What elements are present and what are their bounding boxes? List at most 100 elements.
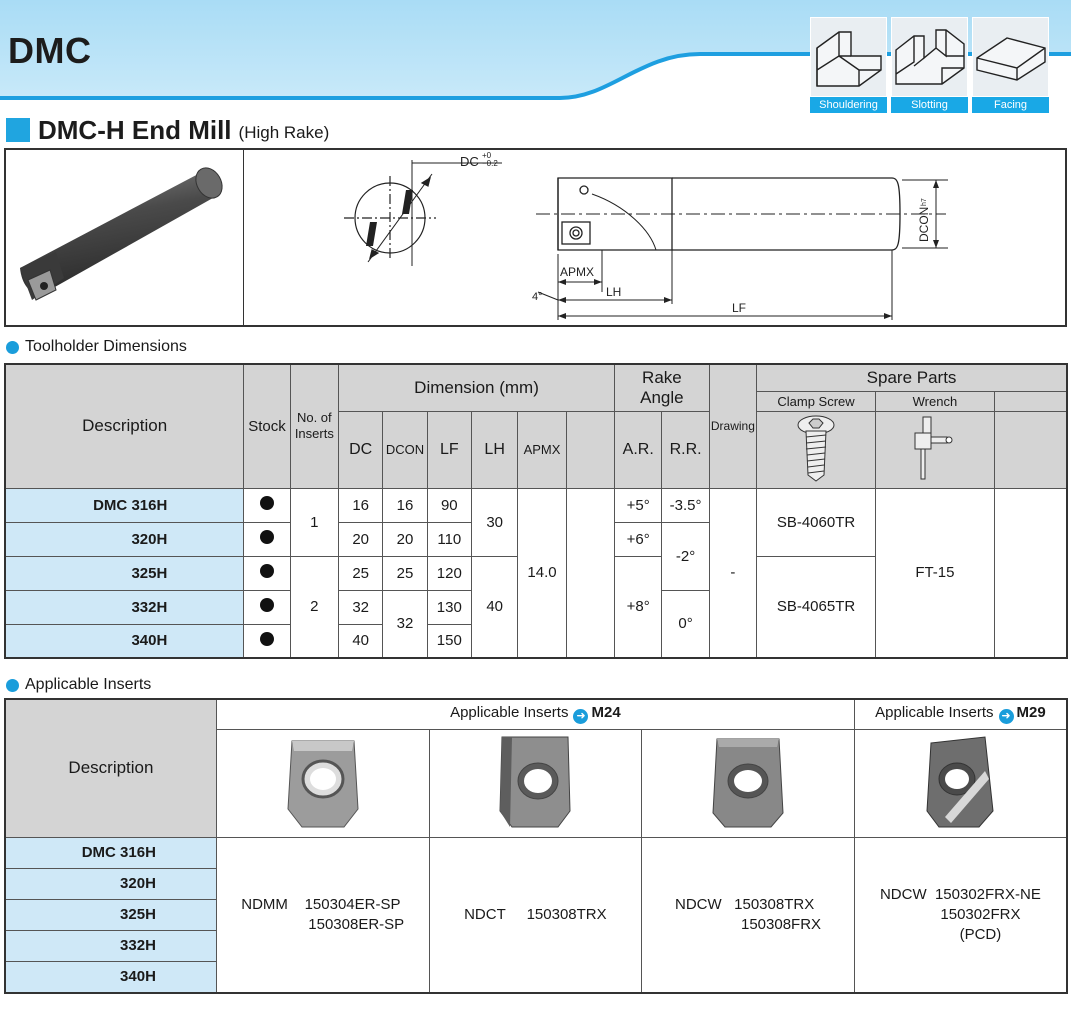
header-background <box>0 0 1071 100</box>
dc-label: DC <box>460 154 479 169</box>
insert-ndcw-line2: 150308FRX <box>740 915 822 933</box>
insert-ndct-line1: 150308TRX <box>526 906 607 924</box>
rr-cell: -3.5° <box>661 487 710 523</box>
wrench-cell: FT-15 <box>874 487 995 659</box>
insert-ndct-cell: NDCT 150308TRX <box>428 836 643 994</box>
row-description: 320H <box>4 521 245 557</box>
page-header: DMC <box>0 0 1071 100</box>
insert-pcd-name: NDCW <box>879 885 927 903</box>
apmx-label: APMX <box>560 265 594 279</box>
lf-cell: 90 <box>426 487 472 523</box>
dc-cell: 32 <box>337 589 384 625</box>
col-rake-line1: Rake <box>642 367 682 387</box>
inserts-table: Description Applicable Inserts➜M24 Appli… <box>4 698 1068 994</box>
stock-dot-icon <box>259 530 274 544</box>
dcon-tol: h7 <box>921 198 928 206</box>
stock-cell <box>243 623 291 659</box>
stock-cell <box>243 555 291 591</box>
spare-empty-cell <box>993 487 1068 659</box>
apmx-cell: 14.0 <box>517 487 567 659</box>
table-row: DMC 316H 1 16 16 90 30 14.0 +5° -3.5° - … <box>4 487 1068 659</box>
stock-dot-icon <box>259 564 274 578</box>
arrow-right-icon: ➜ <box>573 709 589 725</box>
lf-cell: 130 <box>426 589 472 625</box>
insert-ndcw-name: NDCW <box>674 895 722 913</box>
rr-cell: -2° <box>661 521 710 591</box>
insert-image-ndcw <box>641 728 855 838</box>
insert-row-description: 325H <box>5 898 217 931</box>
row-description: 332H <box>4 589 245 625</box>
col-clamp-screw: Clamp Screw <box>756 390 876 412</box>
drawing-divider <box>243 150 244 325</box>
toolholder-table: Description Stock No. of Inserts Dimensi… <box>4 363 1068 659</box>
lh-cell: 40 <box>470 555 519 659</box>
page-title: DMC <box>8 30 92 71</box>
inserts-group1-header: Applicable Inserts➜M24 <box>215 698 855 730</box>
technical-drawing: DC +0 −0.2 A <box>344 151 948 320</box>
dc-cell: 25 <box>337 555 384 591</box>
col-dimension: Dimension (mm) <box>337 363 616 412</box>
lh-cell: 30 <box>470 487 519 557</box>
ar-cell: +6° <box>614 521 663 557</box>
bullet-dot-icon <box>6 678 19 692</box>
col-stock: Stock <box>243 363 291 489</box>
dcon-label: DCON <box>917 207 931 242</box>
insert-ndmm-cell: NDMM 150304ER-SP 150308ER-SP <box>215 836 430 994</box>
ar-cell: +5° <box>614 487 663 523</box>
clamp-screw-cell: SB-4060TR <box>756 487 876 557</box>
insert-row-code: 316H <box>120 844 156 861</box>
insert-image-ndmm <box>215 728 430 838</box>
slotting-badge: Slotting <box>891 17 968 113</box>
row-description: 340H <box>4 623 245 659</box>
tool-photo <box>20 167 223 301</box>
table-row: 332H <box>5 929 1067 962</box>
insert-row-description: 332H <box>5 929 217 962</box>
stock-cell <box>243 589 291 625</box>
col-spare-empty <box>993 390 1068 412</box>
ar-cell: +8° <box>614 555 663 659</box>
stock-dot-icon <box>259 631 274 646</box>
insert-pcd-icon <box>926 736 994 828</box>
table-row: 340H <box>5 960 1067 994</box>
insert-ndmm-text: NDMM 150304ER-SP 150308ER-SP <box>241 895 404 935</box>
arrow-right-icon: ➜ <box>998 709 1014 725</box>
inserts-group1-label: Applicable Inserts <box>450 704 569 722</box>
clamp-screw-image <box>756 410 876 489</box>
col-wrench: Wrench <box>874 390 995 412</box>
inserts-group2-ref[interactable]: M29 <box>1016 704 1046 722</box>
insert-image-ndct <box>428 728 643 838</box>
insert-ndmm-line1: 150304ER-SP <box>304 895 401 913</box>
inserts-cell: 2 <box>289 555 340 659</box>
section-subtitle: (High Rake) <box>238 123 330 142</box>
stock-cell <box>243 521 291 557</box>
drawing-cell: - <box>708 487 758 659</box>
insert-pcd-cell: NDCW 150302FRX-NE 150302FRX (PCD) <box>853 836 1068 994</box>
col-lf: LF <box>426 410 472 489</box>
insert-pcd-text: NDCW 150302FRX-NE 150302FRX (PCD) <box>855 885 1066 945</box>
inserts-group1-ref[interactable]: M24 <box>591 704 621 722</box>
insert-ndmm-name: NDMM <box>241 895 288 913</box>
dc-cell: 40 <box>337 623 384 659</box>
row-description: DMC 316H <box>4 487 245 523</box>
tool-drawing-box: DC +0 −0.2 A <box>4 148 1067 327</box>
col-spare-parts: Spare Parts <box>756 363 1068 392</box>
shouldering-badge: Shouldering <box>810 17 887 113</box>
facing-icon <box>972 17 1049 97</box>
facing-label: Facing <box>972 97 1049 113</box>
insert-ndct-icon <box>499 736 571 828</box>
table-row: 325H <box>5 898 1067 931</box>
col-inserts-line2: Inserts <box>294 426 334 442</box>
insert-ndmm-line2: 150308ER-SP <box>308 915 405 933</box>
col-inserts: No. of Inserts <box>289 363 340 489</box>
table-row: DMC 316H NDMM 150304ER-SP 150308ER-SP ND… <box>5 836 1068 994</box>
shouldering-icon <box>810 17 887 97</box>
insert-pcd-line2: 150302FRX <box>940 905 1021 923</box>
lf-label: LF <box>732 301 746 315</box>
row-prefix: DMC <box>93 496 128 514</box>
col-inserts-line1: No. of <box>296 410 332 426</box>
wrench-icon <box>914 416 953 479</box>
facing-badge: Facing <box>972 17 1049 113</box>
inserts-group2-header: Applicable Inserts➜M29 <box>853 698 1068 730</box>
lf-cell: 110 <box>426 521 472 557</box>
row-description: 325H <box>4 555 245 591</box>
